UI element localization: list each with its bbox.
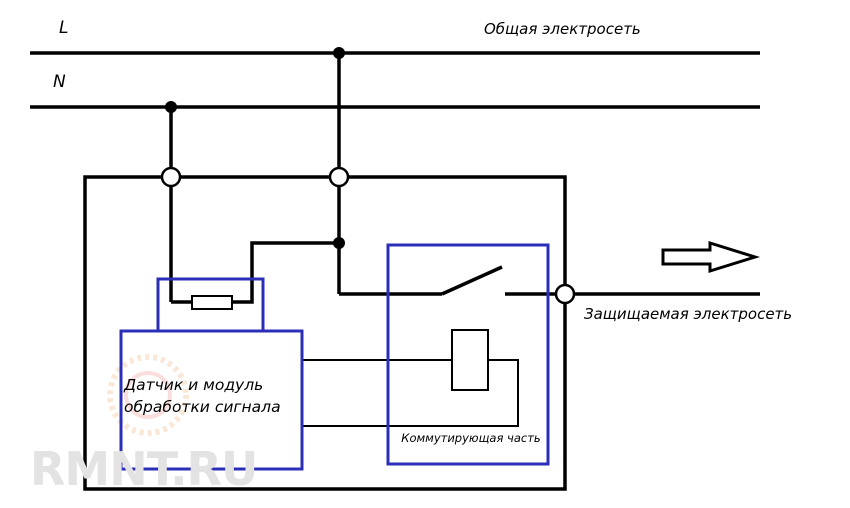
wire-sensor-loop bbox=[232, 241, 339, 304]
wire-control-bottom bbox=[302, 359, 519, 427]
main-grid-label: Общая электросеть bbox=[484, 20, 641, 38]
watermark-text: RMNT.RU bbox=[30, 442, 258, 496]
terminal-n-in bbox=[160, 166, 182, 188]
switching-part-label: Коммутирующая часть bbox=[401, 431, 541, 445]
terminal-out bbox=[554, 283, 576, 305]
switching-part-box bbox=[386, 243, 550, 466]
protected-grid-label: Защищаемая электросеть bbox=[584, 305, 793, 323]
sensor-element bbox=[191, 295, 233, 310]
relay-coil bbox=[451, 329, 489, 391]
switch-contact bbox=[441, 265, 503, 296]
junction-dot-n bbox=[165, 101, 177, 113]
sensor-module-box bbox=[119, 329, 304, 471]
line-n-label: N bbox=[53, 72, 66, 92]
line-l-label: L bbox=[59, 18, 69, 38]
terminal-l-in bbox=[328, 166, 350, 188]
junction-dot-inner bbox=[333, 237, 345, 249]
sensor-module-label: Датчик и модуль обработки сигнала bbox=[124, 376, 281, 416]
junction-dot-l bbox=[333, 47, 345, 59]
direction-arrow-icon bbox=[661, 240, 761, 274]
device-enclosure bbox=[83, 175, 567, 491]
watermark-logo bbox=[107, 354, 189, 436]
